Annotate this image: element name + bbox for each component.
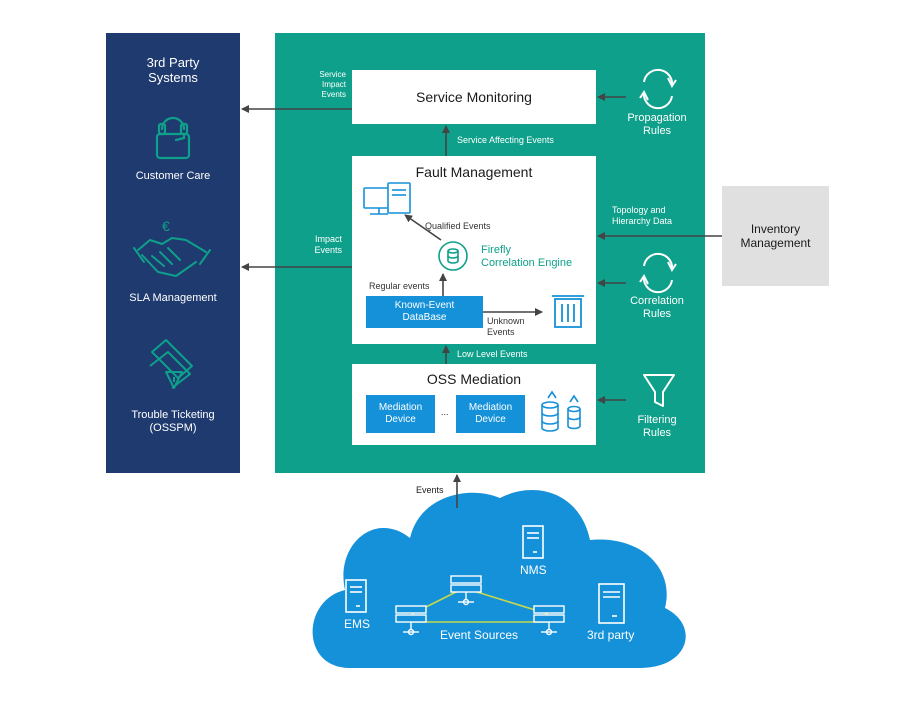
known-event-database: Known-Event DataBase	[366, 296, 483, 328]
customer-care-label: Customer Care	[135, 170, 211, 182]
unknown-events-label: Unknown Events	[487, 316, 525, 337]
low-level-events-label: Low Level Events	[457, 349, 528, 359]
oss-mediation-title: OSS Mediation	[426, 371, 522, 387]
topology-hierarchy-label: Topology and Hierarchy Data	[612, 205, 673, 226]
fault-management-title: Fault Management	[415, 164, 533, 180]
nms-label: NMS	[520, 563, 547, 577]
ems-label: EMS	[344, 617, 371, 631]
mediation-ellipsis: ...	[441, 407, 449, 417]
correlation-engine-label: Firefly Correlation Engine	[481, 244, 573, 269]
qualified-events-label: Qualified Events	[425, 221, 491, 231]
event-sources-label: Event Sources	[440, 628, 519, 642]
correlation-rules-label: Correlation Rules	[630, 295, 684, 320]
mediation-device-2: Mediation Device	[456, 395, 525, 433]
service-affecting-events-label: Service Affecting Events	[457, 135, 554, 145]
regular-events-label: Regular events	[369, 281, 430, 291]
propagation-rules-label: Propagation Rules	[627, 112, 687, 137]
mediation-device-1: Mediation Device	[366, 395, 435, 433]
filtering-rules-label: Filtering Rules	[637, 414, 677, 439]
sla-management-label: SLA Management	[129, 292, 217, 304]
trouble-ticketing-label: Trouble Ticketing (OSSPM)	[131, 409, 215, 434]
inventory-management-box: Inventory Management	[722, 186, 829, 286]
service-monitoring-title: Service Monitoring	[416, 89, 532, 105]
service-impact-events-label: Service Impact Events	[319, 70, 346, 99]
impact-events-label: Impact Events	[314, 234, 342, 255]
third-party-source-label: 3rd party	[587, 628, 635, 642]
euro-symbol: €	[162, 218, 170, 234]
third-party-title: 3rd Party Systems	[146, 55, 200, 85]
service-monitoring-box	[352, 70, 596, 124]
events-label: Events	[416, 485, 444, 495]
